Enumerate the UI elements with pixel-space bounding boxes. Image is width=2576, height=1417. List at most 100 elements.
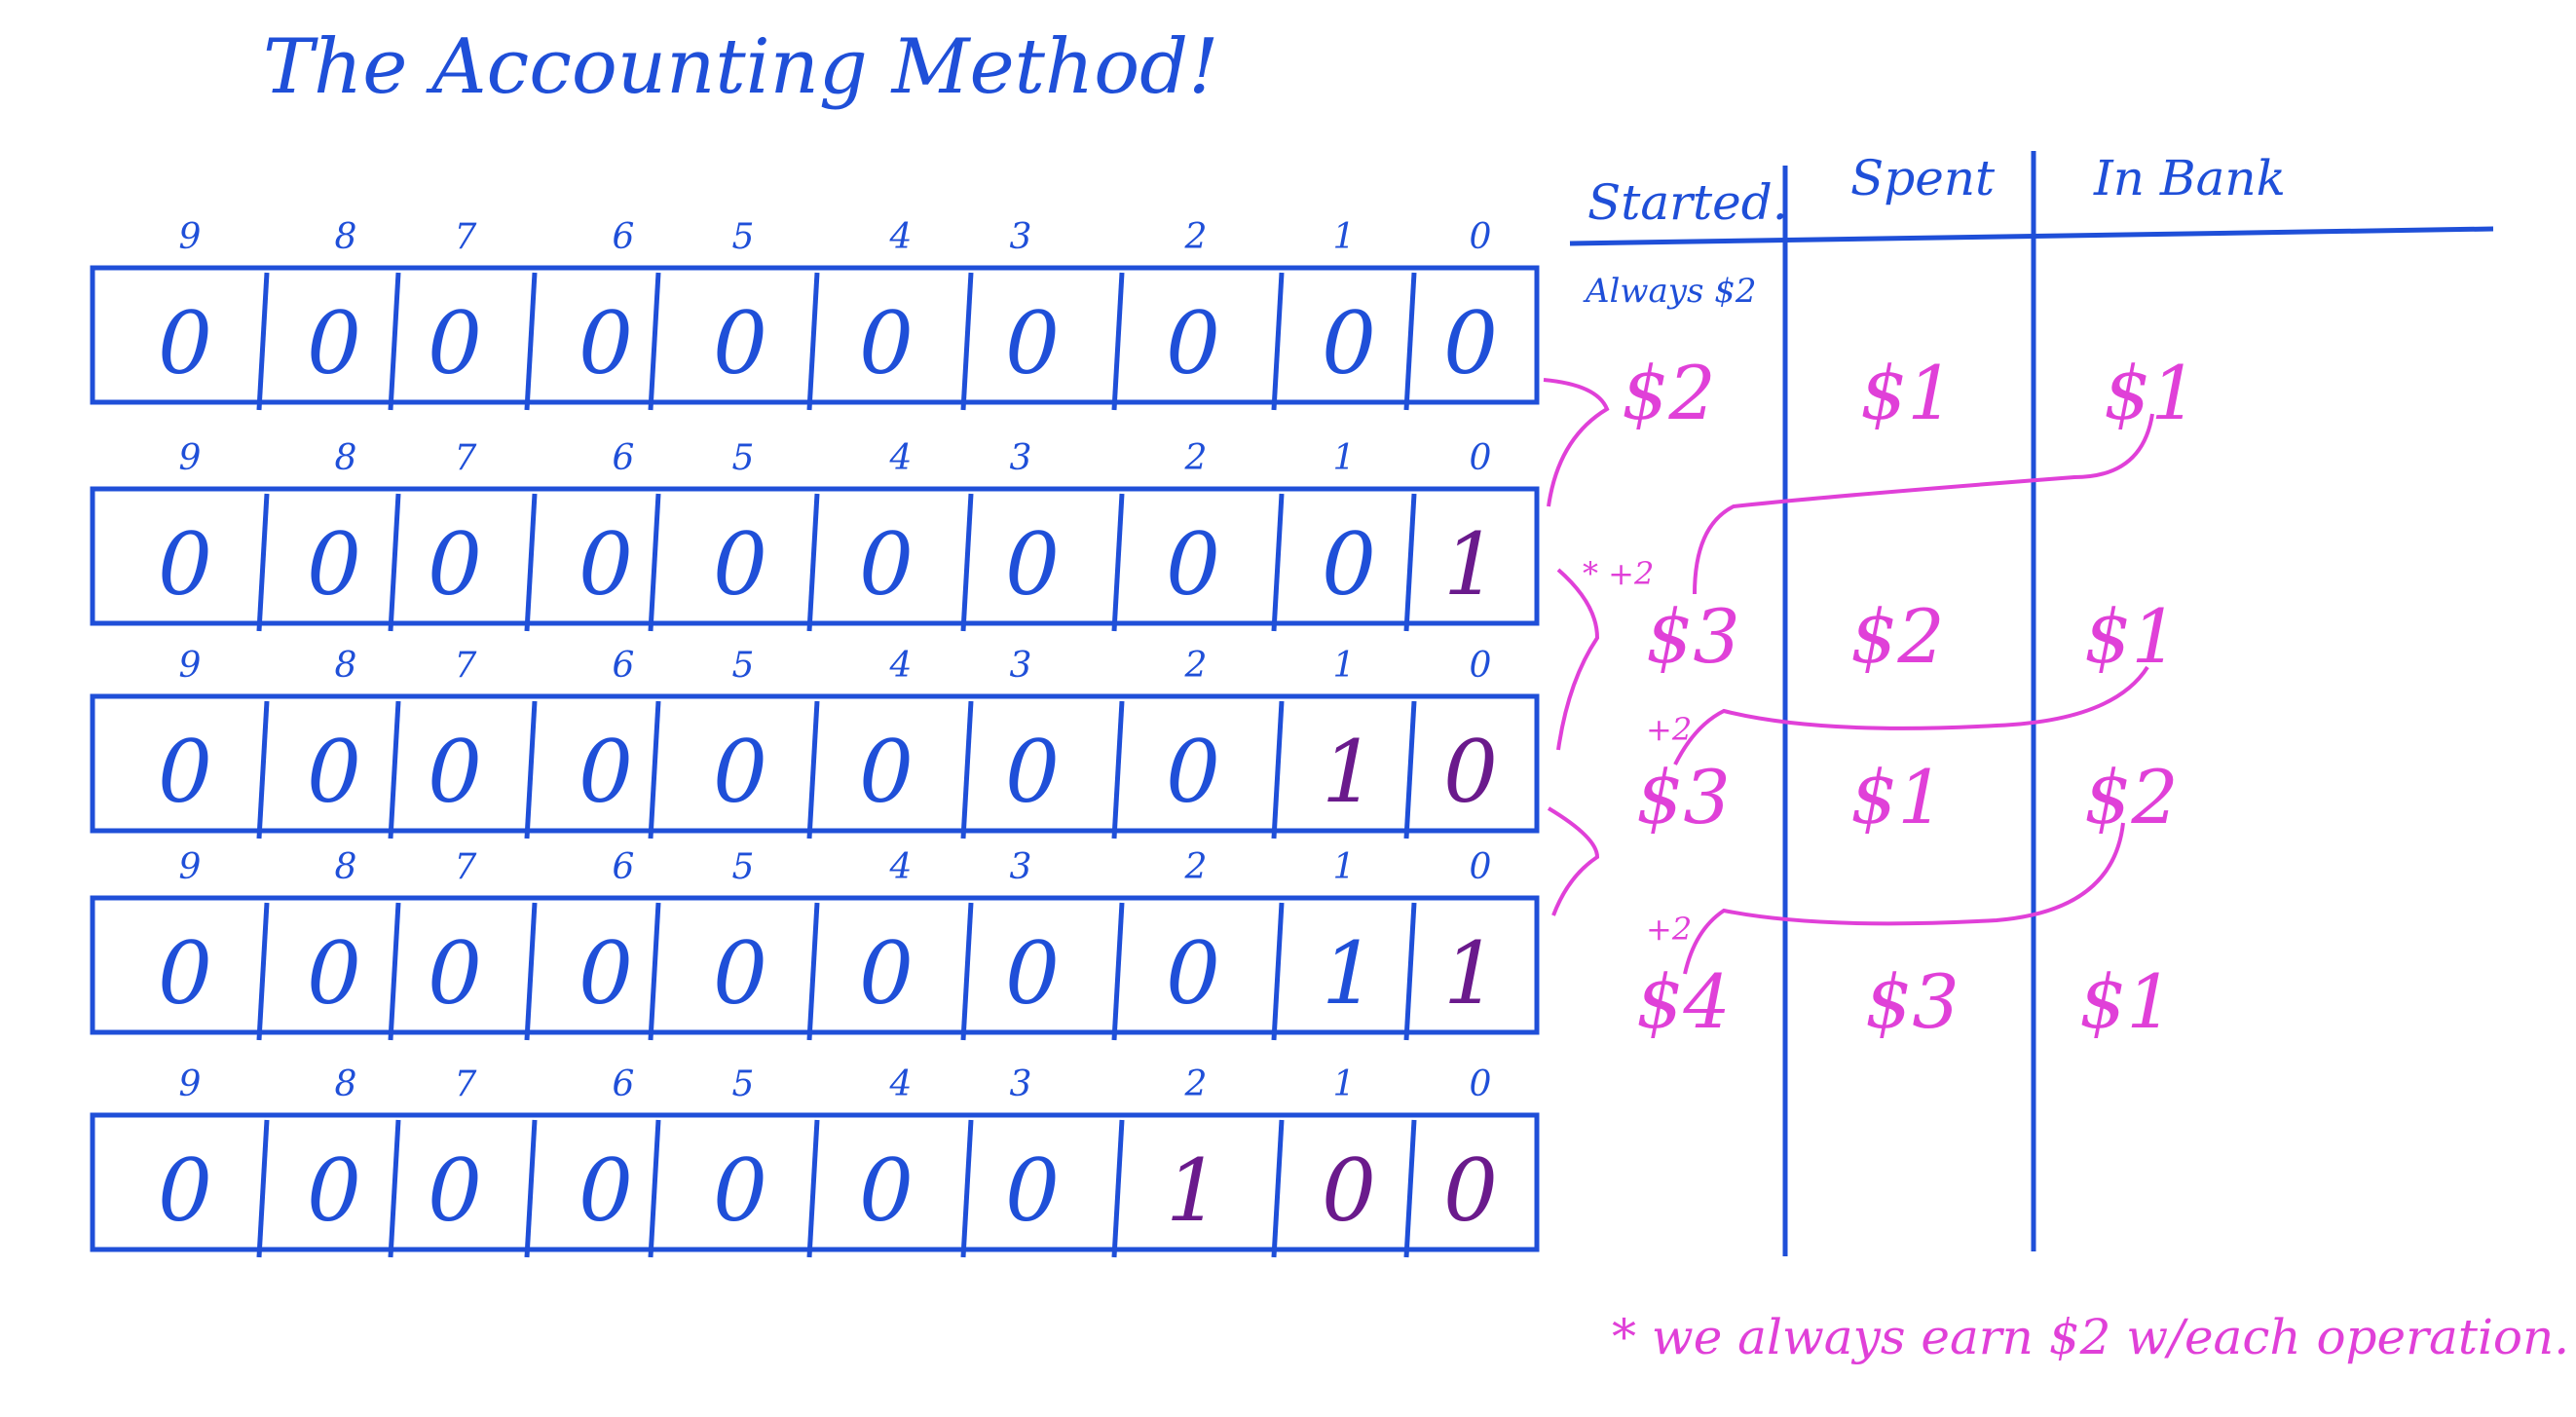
bit-index-label: 0 [1470, 847, 1492, 887]
bit-value: 0 [1166, 923, 1220, 1024]
bit-divider [1271, 902, 1285, 1041]
bit-index-label: 7 [455, 217, 477, 257]
bit-index-label: 7 [455, 438, 477, 478]
bit-divider [256, 902, 270, 1041]
bit-index-label: 5 [732, 1064, 755, 1104]
bit-value: 0 [859, 514, 914, 615]
bit-index-label: 4 [889, 217, 913, 257]
bit-value: 0 [1166, 514, 1220, 615]
bit-index-label: 1 [1333, 438, 1356, 478]
bit-divider [256, 700, 270, 839]
bit-divider [960, 493, 974, 632]
bit-value: 0 [158, 293, 212, 393]
bit-value: 0 [713, 514, 767, 615]
counter-box [90, 486, 1540, 626]
counter-box [90, 265, 1540, 405]
bit-value: 1 [1443, 514, 1498, 615]
carry-curve-2 [1673, 665, 2149, 765]
bit-index-label: 4 [889, 438, 913, 478]
counter-box [90, 1112, 1540, 1252]
bit-divider [648, 1119, 661, 1258]
bit-index-label: 5 [732, 646, 755, 686]
counter-box [90, 693, 1540, 834]
bit-index-label: 8 [335, 1064, 357, 1104]
bit-divider [388, 1119, 401, 1258]
bit-value: 0 [1166, 722, 1220, 822]
bit-value: 0 [1443, 293, 1498, 393]
bit-value: 0 [428, 722, 482, 822]
bit-value: 0 [1322, 514, 1376, 615]
table-subheader: Always $2 [1583, 272, 1757, 311]
bit-index-label: 2 [1184, 646, 1208, 686]
bit-divider [648, 700, 661, 839]
bit-index-label: 8 [335, 217, 357, 257]
bit-index-label: 8 [335, 847, 357, 887]
bit-divider [648, 493, 661, 632]
bit-value: 0 [579, 514, 633, 615]
bit-index-label: 1 [1333, 847, 1356, 887]
bit-index-label: 0 [1470, 217, 1492, 257]
bit-value: 1 [1443, 923, 1498, 1024]
bit-divider [806, 700, 820, 839]
bit-value: 0 [1005, 923, 1060, 1024]
bit-index-label: 6 [613, 1064, 635, 1104]
bit-divider [524, 493, 538, 632]
bit-value: 0 [1005, 514, 1060, 615]
bit-divider [1271, 1119, 1285, 1258]
bit-value: 0 [307, 514, 361, 615]
bit-divider [648, 272, 661, 411]
bit-index-label: 6 [613, 646, 635, 686]
bit-divider [806, 1119, 820, 1258]
bit-value: 0 [307, 923, 361, 1024]
bit-divider [1111, 272, 1125, 411]
bit-divider [960, 700, 974, 839]
bit-value: 0 [859, 1140, 914, 1241]
bit-value: 0 [713, 293, 767, 393]
carry-curve-3 [1683, 822, 2125, 975]
table-header-cell: Spent [1850, 150, 1996, 206]
table-header-cell: In Bank [2093, 150, 2286, 206]
bit-index-label: 0 [1470, 438, 1492, 478]
bit-value: 0 [158, 1140, 212, 1241]
bit-index-label: 7 [455, 847, 477, 887]
bit-value: 0 [1005, 722, 1060, 822]
bit-index-label: 1 [1333, 1064, 1356, 1104]
transition-brackets [1543, 378, 2154, 975]
bit-divider [648, 902, 661, 1041]
bit-divider [1271, 272, 1285, 411]
bit-value: 0 [859, 722, 914, 822]
bit-index-label: 1 [1333, 217, 1356, 257]
bit-divider [1271, 493, 1285, 632]
bit-divider [524, 1119, 538, 1258]
counter-box [90, 895, 1540, 1035]
bit-divider [1403, 493, 1417, 632]
bit-value: 0 [859, 293, 914, 393]
bit-index-label: 5 [732, 438, 755, 478]
bit-value: 1 [1322, 722, 1376, 822]
bit-index-label: 2 [1184, 217, 1208, 257]
bit-divider [1403, 902, 1417, 1041]
table-cell-spent: $1 [1860, 350, 1955, 436]
carry-label: * +2 [1583, 555, 1654, 592]
bit-index-label: 3 [1010, 646, 1032, 686]
bit-value: 0 [1322, 293, 1376, 393]
table-cell-started: $3 [1646, 593, 1740, 680]
bit-index-label: 9 [179, 646, 202, 686]
bit-divider [960, 272, 974, 411]
bit-divider [388, 700, 401, 839]
bit-divider [1111, 1119, 1125, 1258]
bit-value: 0 [428, 923, 482, 1024]
bit-value: 0 [158, 722, 212, 822]
bracket-3 [1547, 806, 1600, 916]
bit-index-label: 2 [1184, 438, 1208, 478]
bit-divider [256, 493, 270, 632]
bit-divider [806, 902, 820, 1041]
bit-value: 0 [859, 923, 914, 1024]
